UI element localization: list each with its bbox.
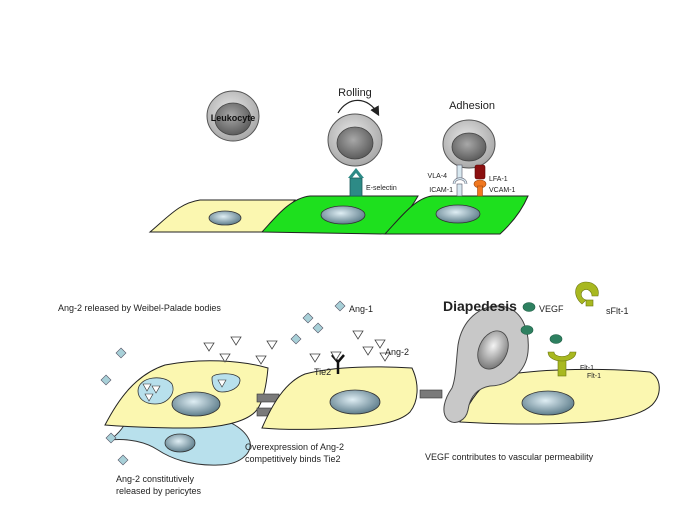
ang1-molecules [100, 300, 346, 466]
adhesion-label: Adhesion [449, 100, 495, 112]
tie2-label: Tie2 [314, 367, 331, 377]
flt1-label-a: Flt-1 [580, 365, 594, 372]
leukocyte: Leukocyte [206, 90, 260, 142]
diapedesing-leukocyte-nucleus [477, 330, 509, 370]
weibel-palade-body [211, 373, 241, 393]
icam1-label: ICAM-1 [429, 187, 453, 194]
ang2-molecule [330, 351, 342, 361]
nucleus [435, 204, 481, 224]
nucleus [320, 205, 366, 225]
vegf-caption: VEGF contributes to vascular permeabilit… [425, 452, 594, 462]
ang2-molecule [309, 353, 321, 363]
diapedesis-label: Diapedesis [443, 298, 517, 314]
rolling-arrow [337, 99, 380, 117]
ang2-molecules [203, 330, 391, 365]
nucleus [208, 210, 242, 226]
ang2-molecule [266, 340, 278, 350]
ang1-molecule [302, 312, 314, 324]
ang2-molecule [230, 336, 242, 346]
vegf-molecule [549, 334, 563, 344]
sflt1-stem [585, 299, 594, 307]
weibel-palade-body [137, 377, 174, 405]
ang2-molecule [374, 339, 386, 349]
sflt1-label: sFlt-1 [606, 306, 629, 316]
nucleus [329, 389, 381, 415]
pericyte-nucleus [164, 433, 196, 453]
flt1-label-b: Flt-1 [587, 373, 601, 380]
bottom-panel: Ang-2 released by Weibel-Palade bodies [58, 281, 660, 496]
ang1-molecule [115, 347, 127, 359]
ang2-molecule [219, 353, 231, 363]
junction [419, 389, 443, 399]
vla4-icam1-receptor [452, 164, 468, 197]
lfa1-vcam1-receptor [473, 164, 487, 197]
ang2-molecule [352, 330, 364, 340]
adherent-leukocyte [442, 119, 496, 169]
pericyte-caption-line2: released by pericytes [116, 486, 202, 496]
top-panel: Leukocyte Rolling E-selectin Adhesion [148, 87, 529, 235]
overexpression-caption-line2: competitively binds Tie2 [245, 454, 341, 464]
ang2-label: Ang-2 [385, 347, 409, 357]
ang2-molecule [362, 346, 374, 356]
overexpression-caption-line1: Overexpression of Ang-2 [245, 442, 344, 452]
ang1-molecule [334, 300, 346, 312]
vegf-label: VEGF [539, 304, 564, 314]
vla4-label: VLA-4 [428, 173, 448, 180]
ang1-label: Ang-1 [349, 304, 373, 314]
pericyte-caption-line1: Ang-2 constitutively [116, 474, 195, 484]
nucleus [171, 391, 221, 417]
nucleus [521, 390, 575, 416]
vegf-molecule [520, 325, 534, 335]
ang2-molecule [379, 352, 391, 362]
rolling-leukocyte [327, 113, 383, 167]
ang1-molecule [100, 374, 112, 386]
e-selectin-receptor [348, 168, 364, 197]
vegf-molecule [522, 302, 536, 312]
vcam1-label: VCAM-1 [489, 187, 516, 194]
rolling-label: Rolling [338, 87, 372, 99]
leukocyte-label: Leukocyte [211, 113, 256, 123]
ang2-molecule [255, 355, 267, 365]
ang1-molecule [312, 322, 324, 334]
sflt1-molecule [575, 281, 599, 305]
ang1-molecule [105, 432, 117, 444]
e-selectin-label: E-selectin [366, 185, 397, 192]
ang1-molecule [117, 454, 129, 466]
ang1-molecule [290, 333, 302, 345]
weibel-palade-label: Ang-2 released by Weibel-Palade bodies [58, 303, 221, 313]
ang2-molecule [203, 342, 215, 352]
lfa1-label: LFA-1 [489, 176, 508, 183]
